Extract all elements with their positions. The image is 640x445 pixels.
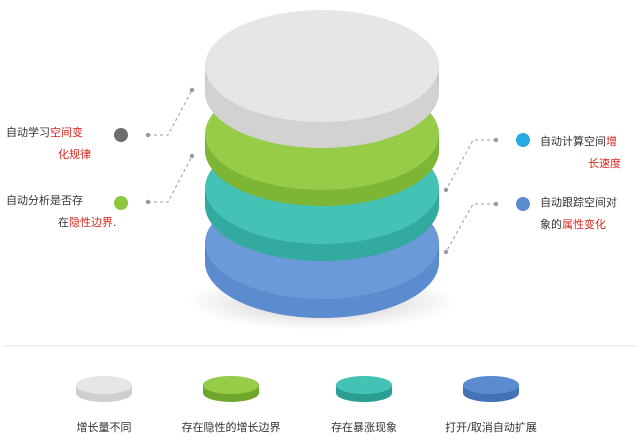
gray-dot-icon	[114, 128, 128, 142]
green-dot-icon	[114, 196, 128, 210]
legend-green-disc-icon	[203, 376, 259, 402]
legend-label-teal: 存在暴涨现象	[331, 421, 397, 434]
legend-teal-disc-icon	[336, 376, 392, 402]
legend-blue-disc-icon	[463, 376, 519, 402]
callout-analyze-boundary: 自动分析是否存 在隐性边界.	[6, 194, 117, 229]
legend-label-blue: 打开/取消自动扩展	[445, 421, 537, 434]
legend-label-gray: 增长量不同	[76, 421, 132, 434]
callout-learn-space-change: 自动学习空间变 化规律	[6, 126, 91, 161]
cyan-dot-icon	[516, 133, 530, 147]
callout-track-attributes: 自动跟踪空间对 象的属性变化	[540, 196, 617, 231]
legend-gray-disc-icon	[76, 376, 132, 402]
legend-label-green: 存在隐性的增长边界	[181, 421, 281, 434]
callout-growth-speed: 自动计算空间增 长速度	[540, 135, 621, 170]
layer-gray	[205, 10, 439, 148]
blue-dot-icon	[516, 197, 530, 211]
leader-lines-right	[445, 139, 496, 253]
leader-lines-left	[148, 89, 193, 203]
